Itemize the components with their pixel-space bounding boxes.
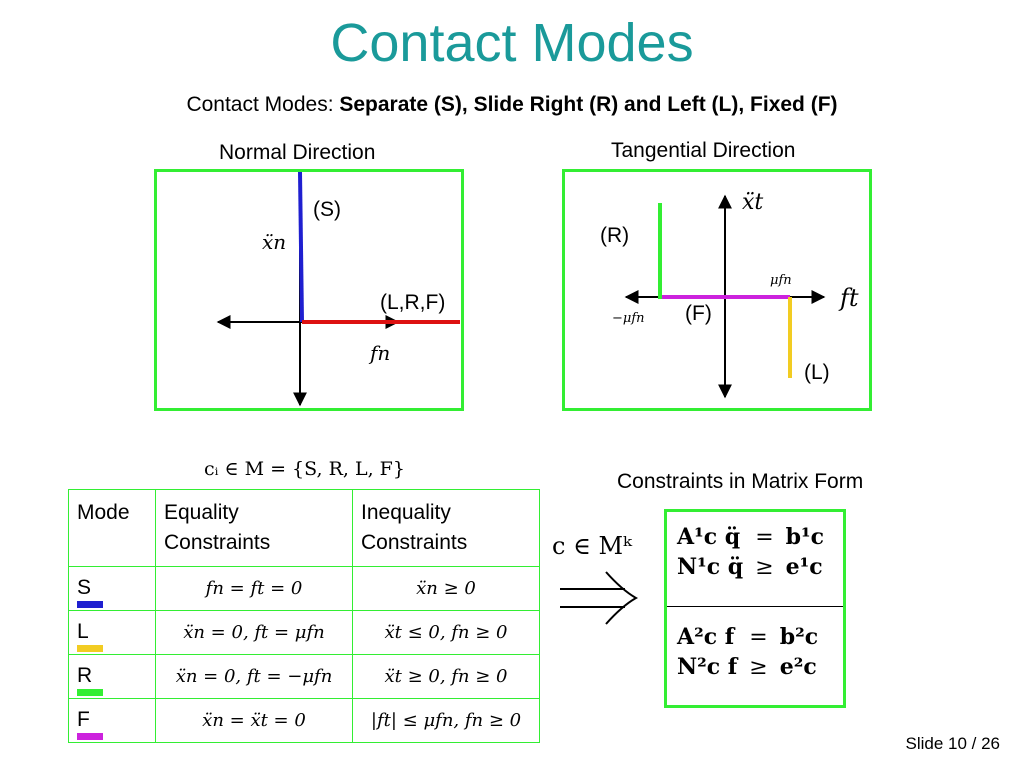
inequality-cell: |ft| ≤ μfn, fn ≥ 0	[352, 698, 540, 743]
label-lrf: (L,R,F)	[380, 291, 446, 314]
mode-cell: R	[68, 654, 156, 699]
inequality-cell: ẍn ≥ 0	[352, 566, 540, 611]
inequality-cell: ẍt ≤ 0, fn ≥ 0	[352, 610, 540, 655]
table-row: R ẍn = 0, ft = −μfn ẍt ≥ 0, fn ≥ 0	[68, 654, 540, 699]
matrix-form-caption: Constraints in Matrix Form	[617, 470, 864, 493]
label-slide-left: (L)	[804, 361, 830, 384]
c-in-mk-expression: c ∈ Mᵏ	[552, 532, 632, 560]
table-row: F ẍn = ẍt = 0 |ft| ≤ μfn, fn ≥ 0	[68, 698, 540, 743]
mode-f-swatch	[77, 733, 103, 740]
matrix-top-block: A¹c q̈=b¹c N¹c q̈≥e¹c	[677, 524, 825, 580]
header-mode: Mode	[68, 489, 156, 567]
label-separate: (S)	[313, 198, 341, 221]
tangential-force-label: ft	[840, 284, 859, 312]
tangential-direction-caption: Tangential Direction	[611, 139, 796, 162]
label-slide-right: (R)	[600, 224, 630, 247]
mode-cell: L	[68, 610, 156, 655]
equality-cell: ẍn = 0, ft = −μfn	[155, 654, 353, 699]
normal-force-label: fn	[370, 341, 391, 365]
mode-s-swatch	[77, 601, 103, 608]
mu-fn-label: μfn	[770, 273, 792, 288]
separate-line	[298, 171, 304, 323]
mode-set-expression: cᵢ ∈ M = {S, R, L, F}	[204, 458, 405, 480]
normal-direction-panel	[154, 169, 464, 411]
table-row: S fn = ft = 0 ẍn ≥ 0	[68, 566, 540, 611]
table-row: L ẍn = 0, ft = μfn ẍt ≤ 0, fn ≥ 0	[68, 610, 540, 655]
label-fixed: (F)	[685, 302, 712, 325]
neg-mu-fn-label: −μfn	[612, 311, 645, 326]
mode-cell: F	[68, 698, 156, 743]
tangential-direction-panel	[562, 169, 872, 411]
inequality-cell: ẍt ≥ 0, fn ≥ 0	[352, 654, 540, 699]
mode-r-swatch	[77, 689, 103, 696]
subtitle-prefix: Contact Modes:	[186, 93, 340, 116]
normal-accel-label: ẍn	[262, 230, 287, 254]
equality-cell: ẍn = ẍt = 0	[155, 698, 353, 743]
implies-arrow	[560, 571, 639, 625]
mode-l-swatch	[77, 645, 103, 652]
tangential-accel-label: ẍt	[742, 190, 764, 215]
slide-number: Slide 10 / 26	[905, 734, 1000, 753]
subtitle: Contact Modes: Separate (S), Slide Right…	[0, 93, 1024, 117]
matrix-bottom-block: A²c f=b²c N²c f≥e²c	[677, 624, 819, 680]
normal-direction-caption: Normal Direction	[219, 141, 376, 164]
equality-cell: ẍn = 0, ft = μfn	[155, 610, 353, 655]
page-title: Contact Modes	[330, 13, 694, 73]
mode-cell: S	[68, 566, 156, 611]
subtitle-modes: Separate (S), Slide Right (R) and Left (…	[339, 93, 838, 116]
matrix-form-box: A¹c q̈=b¹c N¹c q̈≥e¹c A²c f=b²c N²c f≥e²…	[664, 509, 846, 708]
matrix-divider	[667, 606, 843, 607]
equality-cell: fn = ft = 0	[155, 566, 353, 611]
